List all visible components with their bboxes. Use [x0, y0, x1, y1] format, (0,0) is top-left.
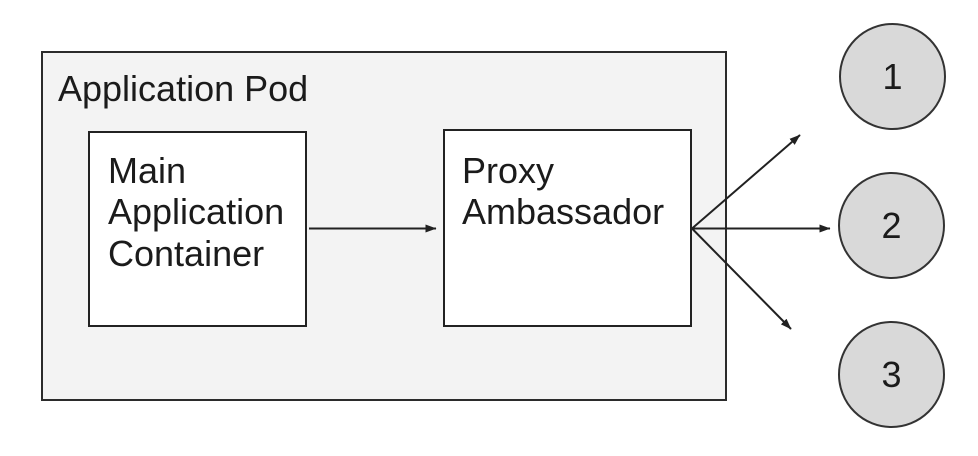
endpoint-circle-3: 3	[838, 321, 945, 428]
proxy-ambassador-box: Proxy Ambassador	[443, 129, 692, 327]
proxy-label-line-1: Proxy	[462, 150, 555, 191]
main-label-line-2: Application	[108, 191, 285, 233]
endpoint-1-label: 1	[882, 55, 903, 97]
endpoint-circle-1: 1	[839, 23, 946, 130]
main-application-container-box: Main Application Container	[88, 131, 307, 327]
main-label-line-3: Container	[108, 232, 265, 274]
proxy-label-line-2: Ambassador	[462, 191, 665, 233]
application-pod-label: Application Pod	[58, 68, 309, 109]
endpoint-3-label: 3	[881, 353, 902, 395]
endpoint-circle-2: 2	[838, 172, 945, 279]
main-label-line-1: Main	[108, 150, 187, 191]
main-application-container-label: Main Application Container	[108, 150, 284, 274]
proxy-ambassador-label: Proxy Ambassador	[462, 150, 664, 233]
endpoint-2-label: 2	[881, 204, 902, 246]
